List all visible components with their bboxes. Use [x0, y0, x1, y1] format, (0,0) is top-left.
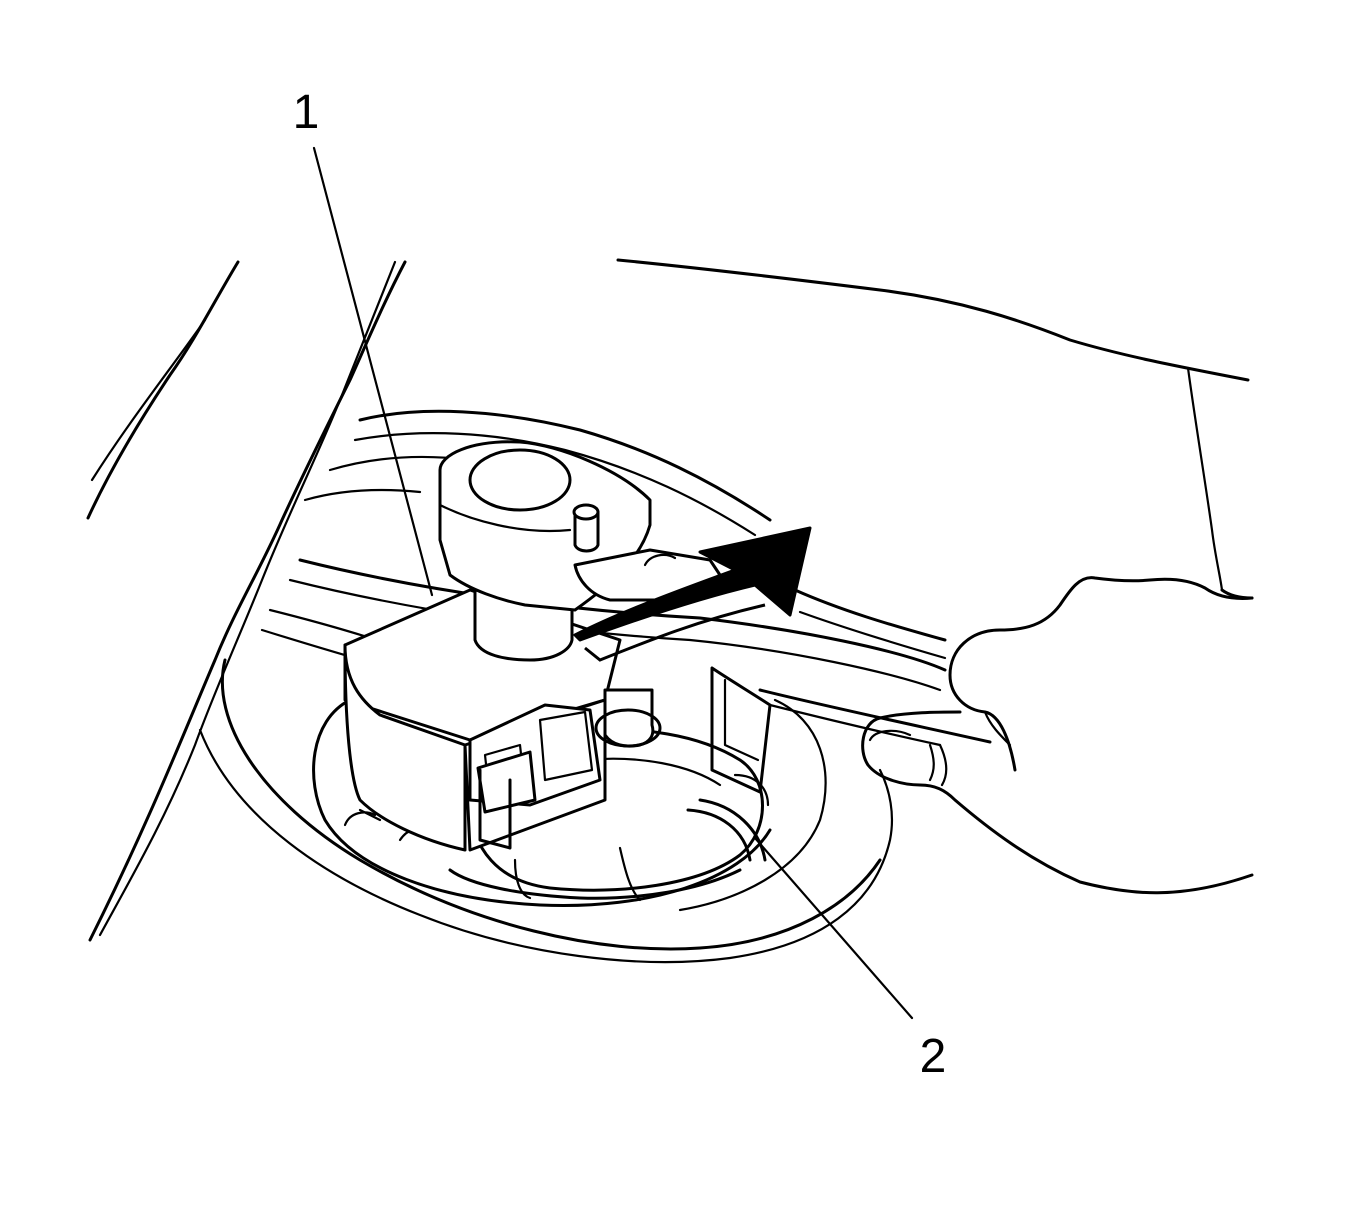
left-body-contour	[86, 260, 407, 942]
callout-label-1: 1	[293, 86, 320, 139]
rotation-arrow-icon	[573, 526, 812, 662]
pump-body	[343, 440, 722, 852]
hand	[861, 576, 1254, 895]
callout-label-2: 2	[920, 1030, 947, 1083]
leader-line-1	[312, 146, 434, 597]
retainer-tab	[710, 666, 772, 794]
outer-flange	[198, 409, 894, 964]
leader-lines	[312, 146, 914, 1020]
leader-line-2	[753, 836, 914, 1020]
